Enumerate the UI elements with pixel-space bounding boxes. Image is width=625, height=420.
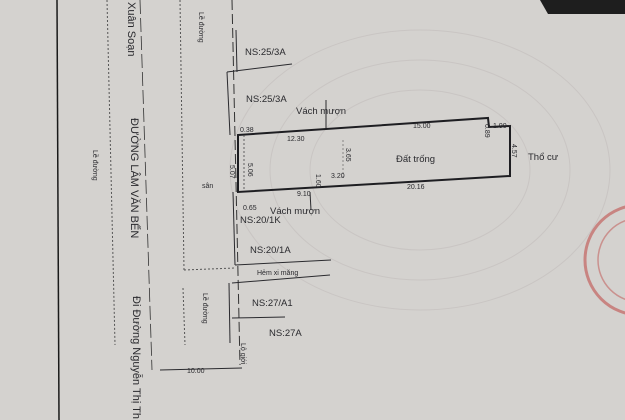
yard-label: sân (202, 183, 213, 190)
neighbor-label: NS:27A (269, 328, 302, 339)
photo-corner (540, 0, 625, 14)
setback-dashed-line (231, 0, 241, 366)
stamp (583, 205, 625, 315)
dimension-left-inner: 5.06 (246, 163, 253, 177)
neighbor-boundaries (159, 29, 332, 371)
road-dashed-line (139, 0, 153, 371)
street-name-xuan-soan: Xuân Soạn (125, 2, 137, 56)
dimension-inner-b: 3.20 (331, 173, 345, 180)
dimension-corner-top: 0.38 (240, 127, 254, 134)
setback-label: Lộ giới (239, 343, 246, 365)
borrowed-wall-label: Vách mượn (296, 106, 346, 117)
street-name-lam-van-ben: ĐƯỜNG LÂM VĂN BẾN (128, 118, 141, 238)
neighbor-label: NS:27/A1 (252, 298, 293, 309)
dimension-top-left: 12.30 (287, 136, 305, 143)
dimension-inner-a: 3.65 (344, 148, 351, 162)
dimension-corner-bottom: 0.65 (243, 205, 257, 212)
sidewalk-label: Lề đường (201, 293, 210, 324)
neighbor-label: NS:25/3A (245, 47, 286, 58)
dimension-right-side: 4.57 (510, 144, 517, 158)
neighbor-label: NS:20/1A (250, 245, 291, 256)
borrowed-wall-label: Vách mượn (270, 206, 320, 217)
dimension-bottom-right: 20.16 (407, 184, 425, 191)
dimension-inner-c: 1.60 (314, 174, 321, 188)
lot-dotted-line (183, 267, 236, 271)
right-neighbor-label: Thổ cư (528, 152, 559, 163)
sidewalk-label: Lề đường (91, 150, 100, 181)
alley-label: Hẻm xi măng (257, 270, 298, 277)
dimension-step-height: 0.89 (483, 124, 490, 138)
dimension-top-right: 15.00 (413, 123, 431, 130)
plot-label: Đất trống (396, 154, 435, 165)
street-name-nguyen-thi: Đi Đường Nguyễn Thị Th (130, 296, 143, 419)
neighbor-label: NS:20/1K (240, 215, 281, 226)
dimension-road-width: 10.00 (187, 368, 205, 375)
sidewalk-label: Lề đường (197, 12, 206, 43)
dimension-bottom-left: 9.10 (297, 191, 311, 198)
lot-dotted-line (182, 287, 186, 346)
dimension-left-outer: 5.07 (228, 165, 235, 179)
lot-dotted-line (179, 0, 185, 271)
neighbor-label: NS:25/3A (246, 94, 287, 105)
dimension-step-width: 1.90 (493, 123, 507, 130)
plot-boundary (237, 116, 511, 194)
sidewalk-dotted-line (106, 0, 116, 346)
guilloche-background (229, 29, 611, 311)
road-edge-line (56, 0, 60, 420)
